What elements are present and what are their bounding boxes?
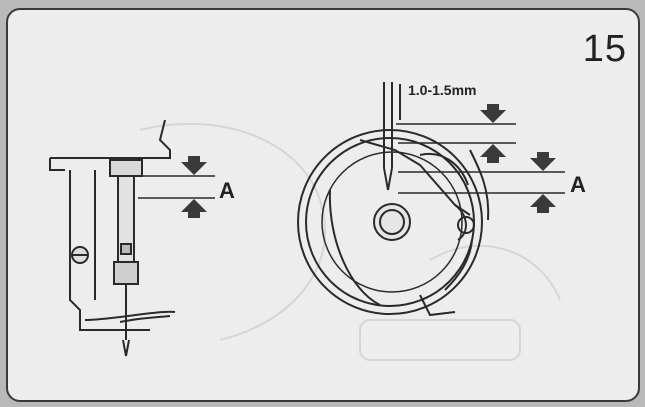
arrow-up-icon — [480, 144, 506, 163]
needle-bar — [109, 159, 143, 357]
arrow-down-icon — [530, 152, 556, 171]
arrow-down-icon — [480, 104, 506, 123]
clearance-label-right: A — [570, 172, 586, 197]
arrow-up-icon — [181, 199, 207, 218]
rotating-hook — [297, 129, 490, 317]
clearance-label-left: A — [219, 178, 235, 203]
page-number: 15 — [582, 28, 627, 70]
right-dimension-lines — [396, 123, 565, 194]
gap-dimension-label: 1.0-1.5mm — [408, 82, 477, 98]
arrow-up-icon — [530, 194, 556, 213]
arrow-down-icon — [181, 156, 207, 175]
left-dimension-lines — [118, 175, 215, 199]
background-ghost — [139, 122, 561, 361]
presser-foot — [49, 119, 176, 331]
hook-needle — [383, 82, 401, 191]
